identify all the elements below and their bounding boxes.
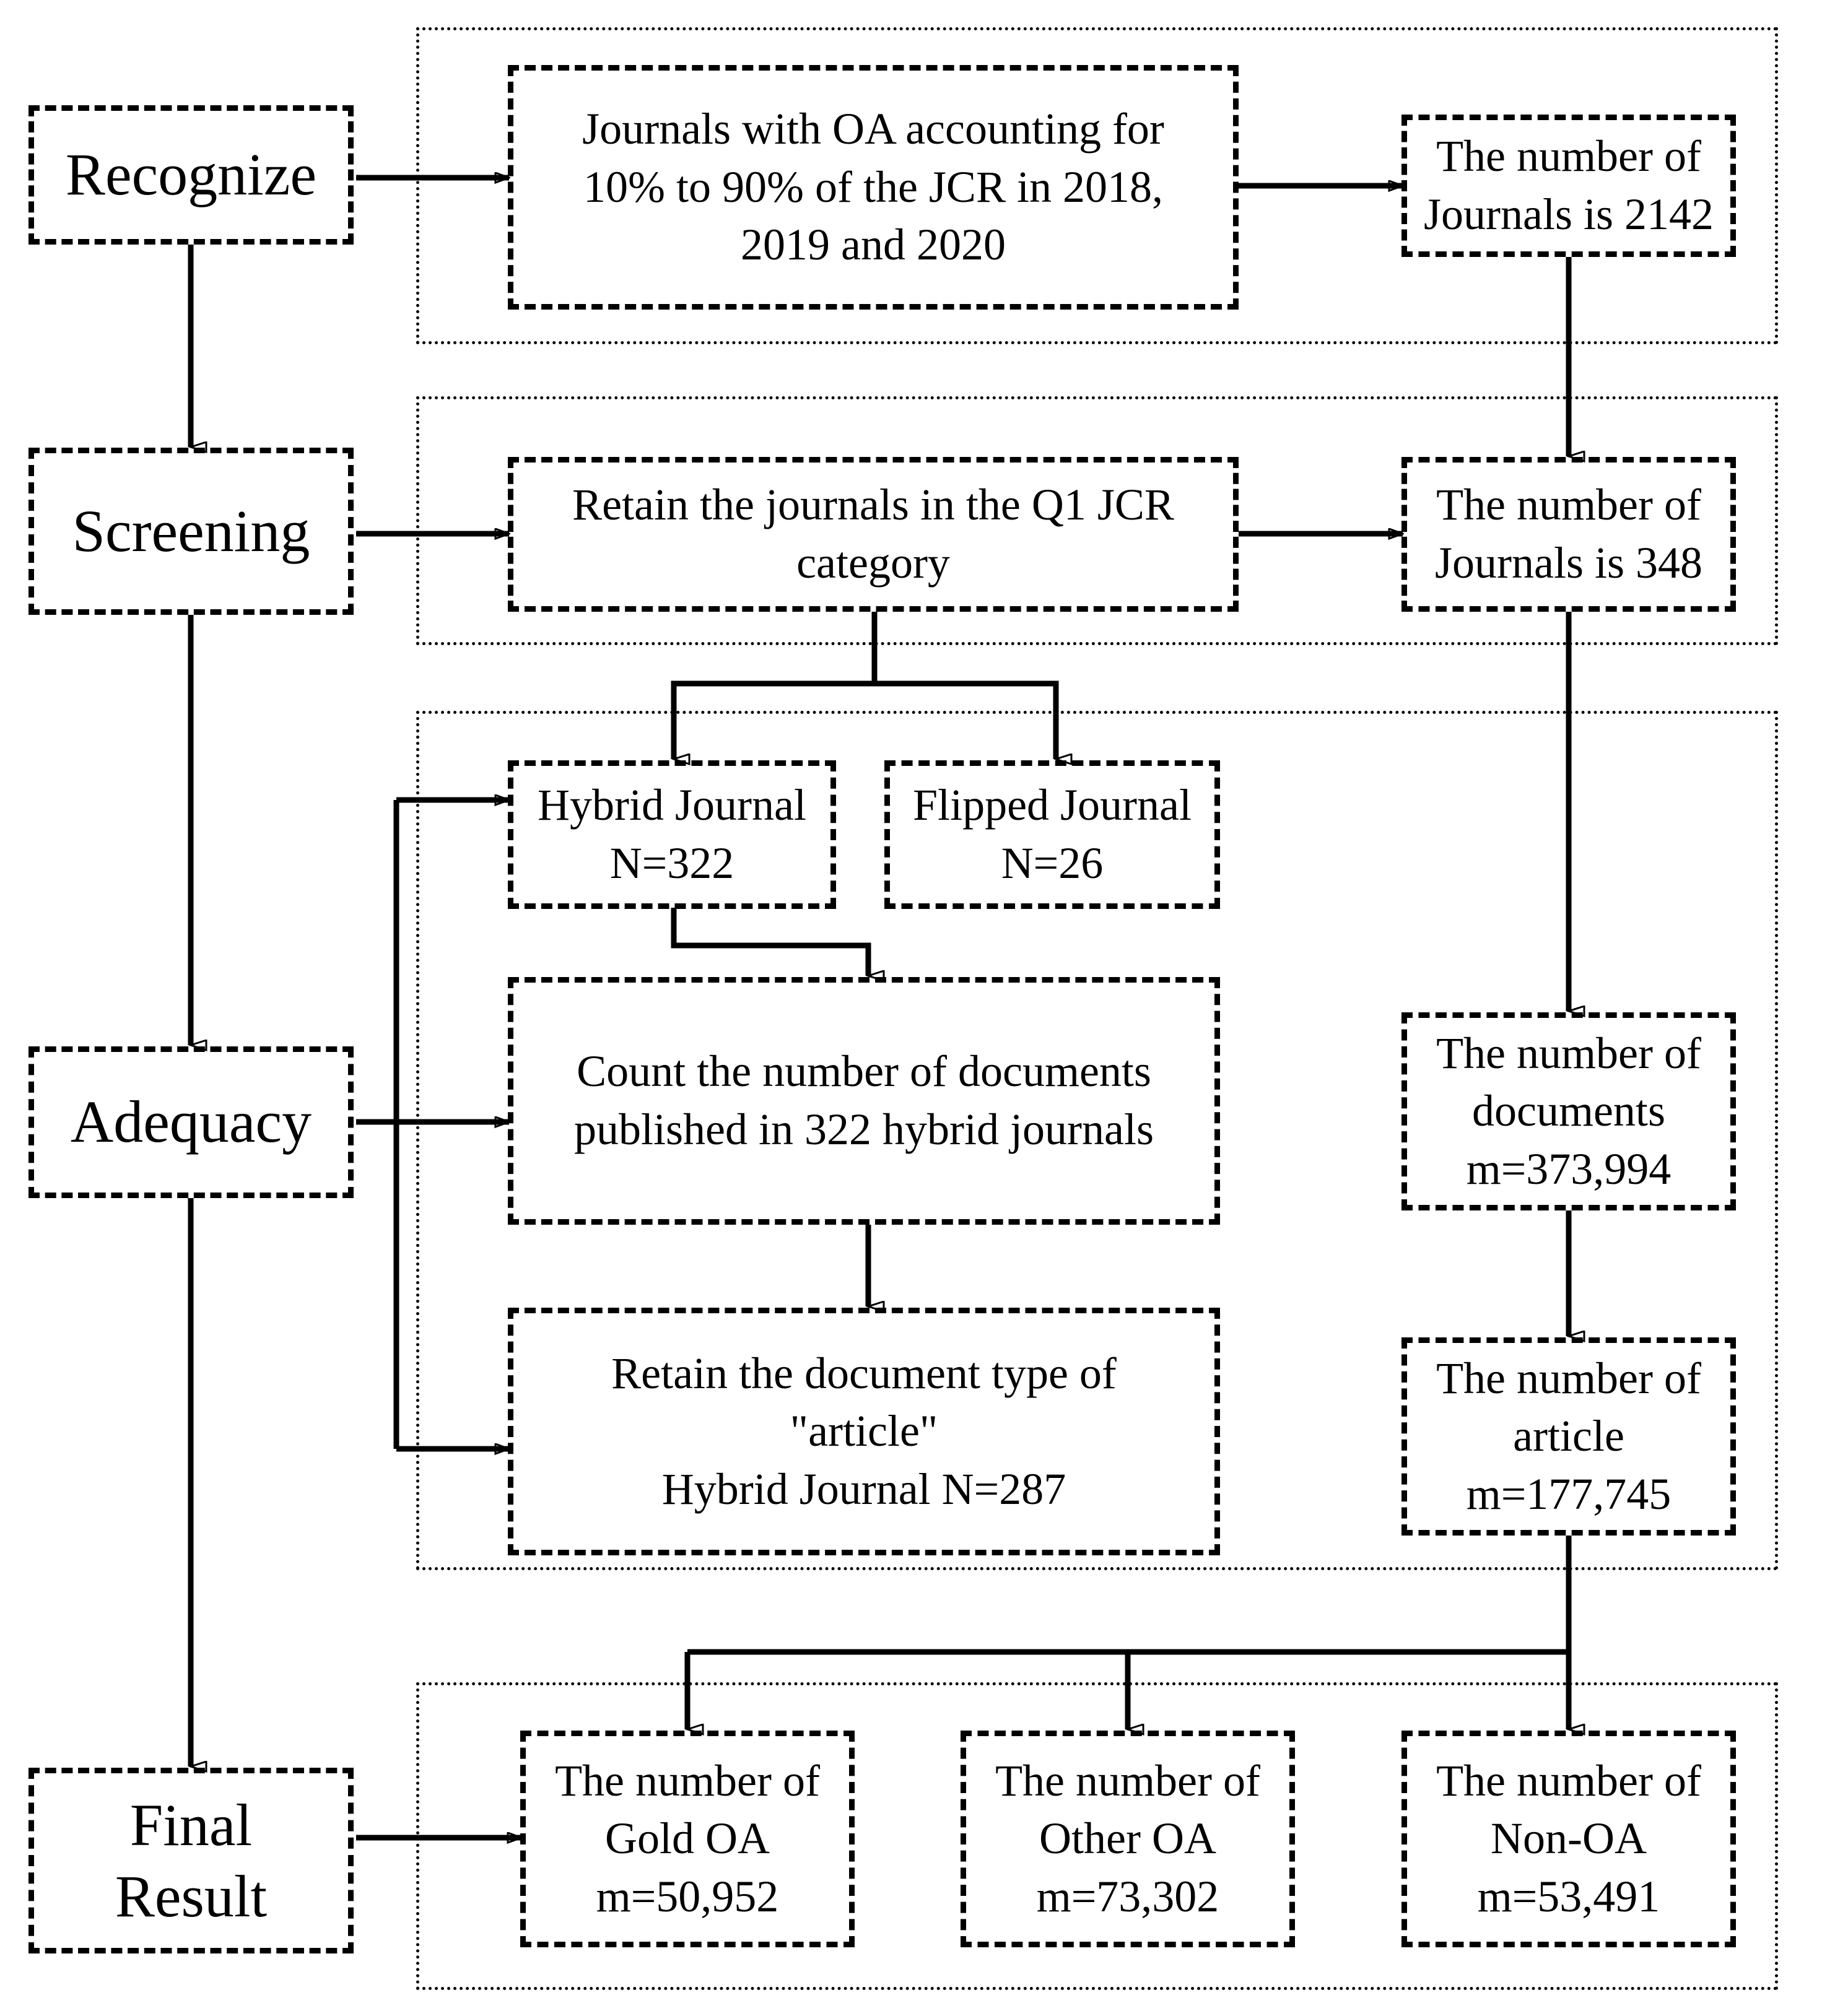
recognize-process-line3: 2019 and 2020 xyxy=(741,220,1006,270)
screening-count-line2: Journals is 348 xyxy=(1435,538,1702,588)
documents-count-line2: documents xyxy=(1472,1086,1665,1136)
node-flipped-journal[interactable]: Flipped Journal N=26 xyxy=(884,760,1220,909)
connector-adequacy-trunk xyxy=(356,800,399,1125)
recognize-count-line1: The number of xyxy=(1436,131,1701,181)
node-screening-process[interactable]: Retain the journals in the Q1 JCR catego… xyxy=(508,457,1239,612)
count-documents-line2: published in 322 hybrid journals xyxy=(574,1105,1154,1154)
article-count-line3: m=177,745 xyxy=(1466,1469,1672,1519)
non-oa-line1: The number of xyxy=(1436,1755,1701,1805)
screening-process-line2: category xyxy=(796,538,950,588)
documents-count-line1: The number of xyxy=(1436,1028,1701,1078)
non-oa-line3: m=53,491 xyxy=(1477,1871,1660,1921)
other-oa-line3: m=73,302 xyxy=(1036,1871,1219,1921)
node-retain-article[interactable]: Retain the document type of "article" Hy… xyxy=(508,1308,1220,1555)
screening-process-line1: Retain the journals in the Q1 JCR xyxy=(572,480,1174,530)
documents-count-line3: m=373,994 xyxy=(1466,1144,1672,1194)
stage-recognize-label: Recognize xyxy=(65,141,317,208)
stage-final-result-line2: Result xyxy=(115,1863,268,1929)
count-documents-line1: Count the number of documents xyxy=(577,1046,1151,1097)
stage-screening-label: Screening xyxy=(72,497,310,564)
gold-oa-line2: Gold OA xyxy=(605,1814,770,1864)
screening-count-line1: The number of xyxy=(1436,480,1701,530)
article-count-line2: article xyxy=(1513,1411,1624,1461)
node-documents-count[interactable]: The number of documents m=373,994 xyxy=(1401,1012,1736,1210)
node-gold-oa[interactable]: The number of Gold OA m=50,952 xyxy=(520,1731,855,1947)
retain-article-line1: Retain the document type of xyxy=(611,1348,1117,1398)
non-oa-line2: Non-OA xyxy=(1491,1814,1647,1864)
retain-article-line3: Hybrid Journal N=287 xyxy=(661,1464,1066,1514)
node-screening-count[interactable]: The number of Journals is 348 xyxy=(1401,457,1736,612)
recognize-count-line2: Journals is 2142 xyxy=(1424,189,1714,239)
article-count-line1: The number of xyxy=(1436,1353,1701,1403)
node-recognize-process[interactable]: Journals with OA accounting for 10% to 9… xyxy=(508,65,1239,310)
hybrid-journal-line1: Hybrid Journal xyxy=(538,780,806,830)
node-other-oa[interactable]: The number of Other OA m=73,302 xyxy=(961,1731,1295,1947)
group-screening xyxy=(416,396,1778,645)
other-oa-line2: Other OA xyxy=(1039,1814,1216,1864)
stage-screening[interactable]: Screening xyxy=(28,448,354,615)
stage-adequacy[interactable]: Adequacy xyxy=(28,1046,354,1198)
retain-article-line2: "article" xyxy=(790,1406,938,1456)
gold-oa-line1: The number of xyxy=(555,1755,820,1805)
group-recognize xyxy=(416,27,1778,344)
hybrid-journal-line2: N=322 xyxy=(609,838,734,888)
node-non-oa[interactable]: The number of Non-OA m=53,491 xyxy=(1401,1731,1736,1947)
flipped-journal-line2: N=26 xyxy=(1001,838,1104,888)
stage-adequacy-label: Adequacy xyxy=(70,1088,312,1155)
stage-final-result[interactable]: Final Result xyxy=(28,1768,354,1953)
node-count-documents[interactable]: Count the number of documents published … xyxy=(508,977,1220,1225)
stage-recognize[interactable]: Recognize xyxy=(28,105,354,245)
recognize-process-line2: 10% to 90% of the JCR in 2018, xyxy=(583,162,1163,212)
gold-oa-line3: m=50,952 xyxy=(596,1871,779,1921)
recognize-process-line1: Journals with OA accounting for xyxy=(582,104,1164,154)
flipped-journal-line1: Flipped Journal xyxy=(913,780,1192,830)
node-recognize-count[interactable]: The number of Journals is 2142 xyxy=(1401,115,1736,257)
node-article-count[interactable]: The number of article m=177,745 xyxy=(1401,1337,1736,1536)
other-oa-line1: The number of xyxy=(995,1755,1260,1805)
node-hybrid-journal[interactable]: Hybrid Journal N=322 xyxy=(508,760,836,909)
stage-final-result-line1: Final xyxy=(129,1791,253,1858)
